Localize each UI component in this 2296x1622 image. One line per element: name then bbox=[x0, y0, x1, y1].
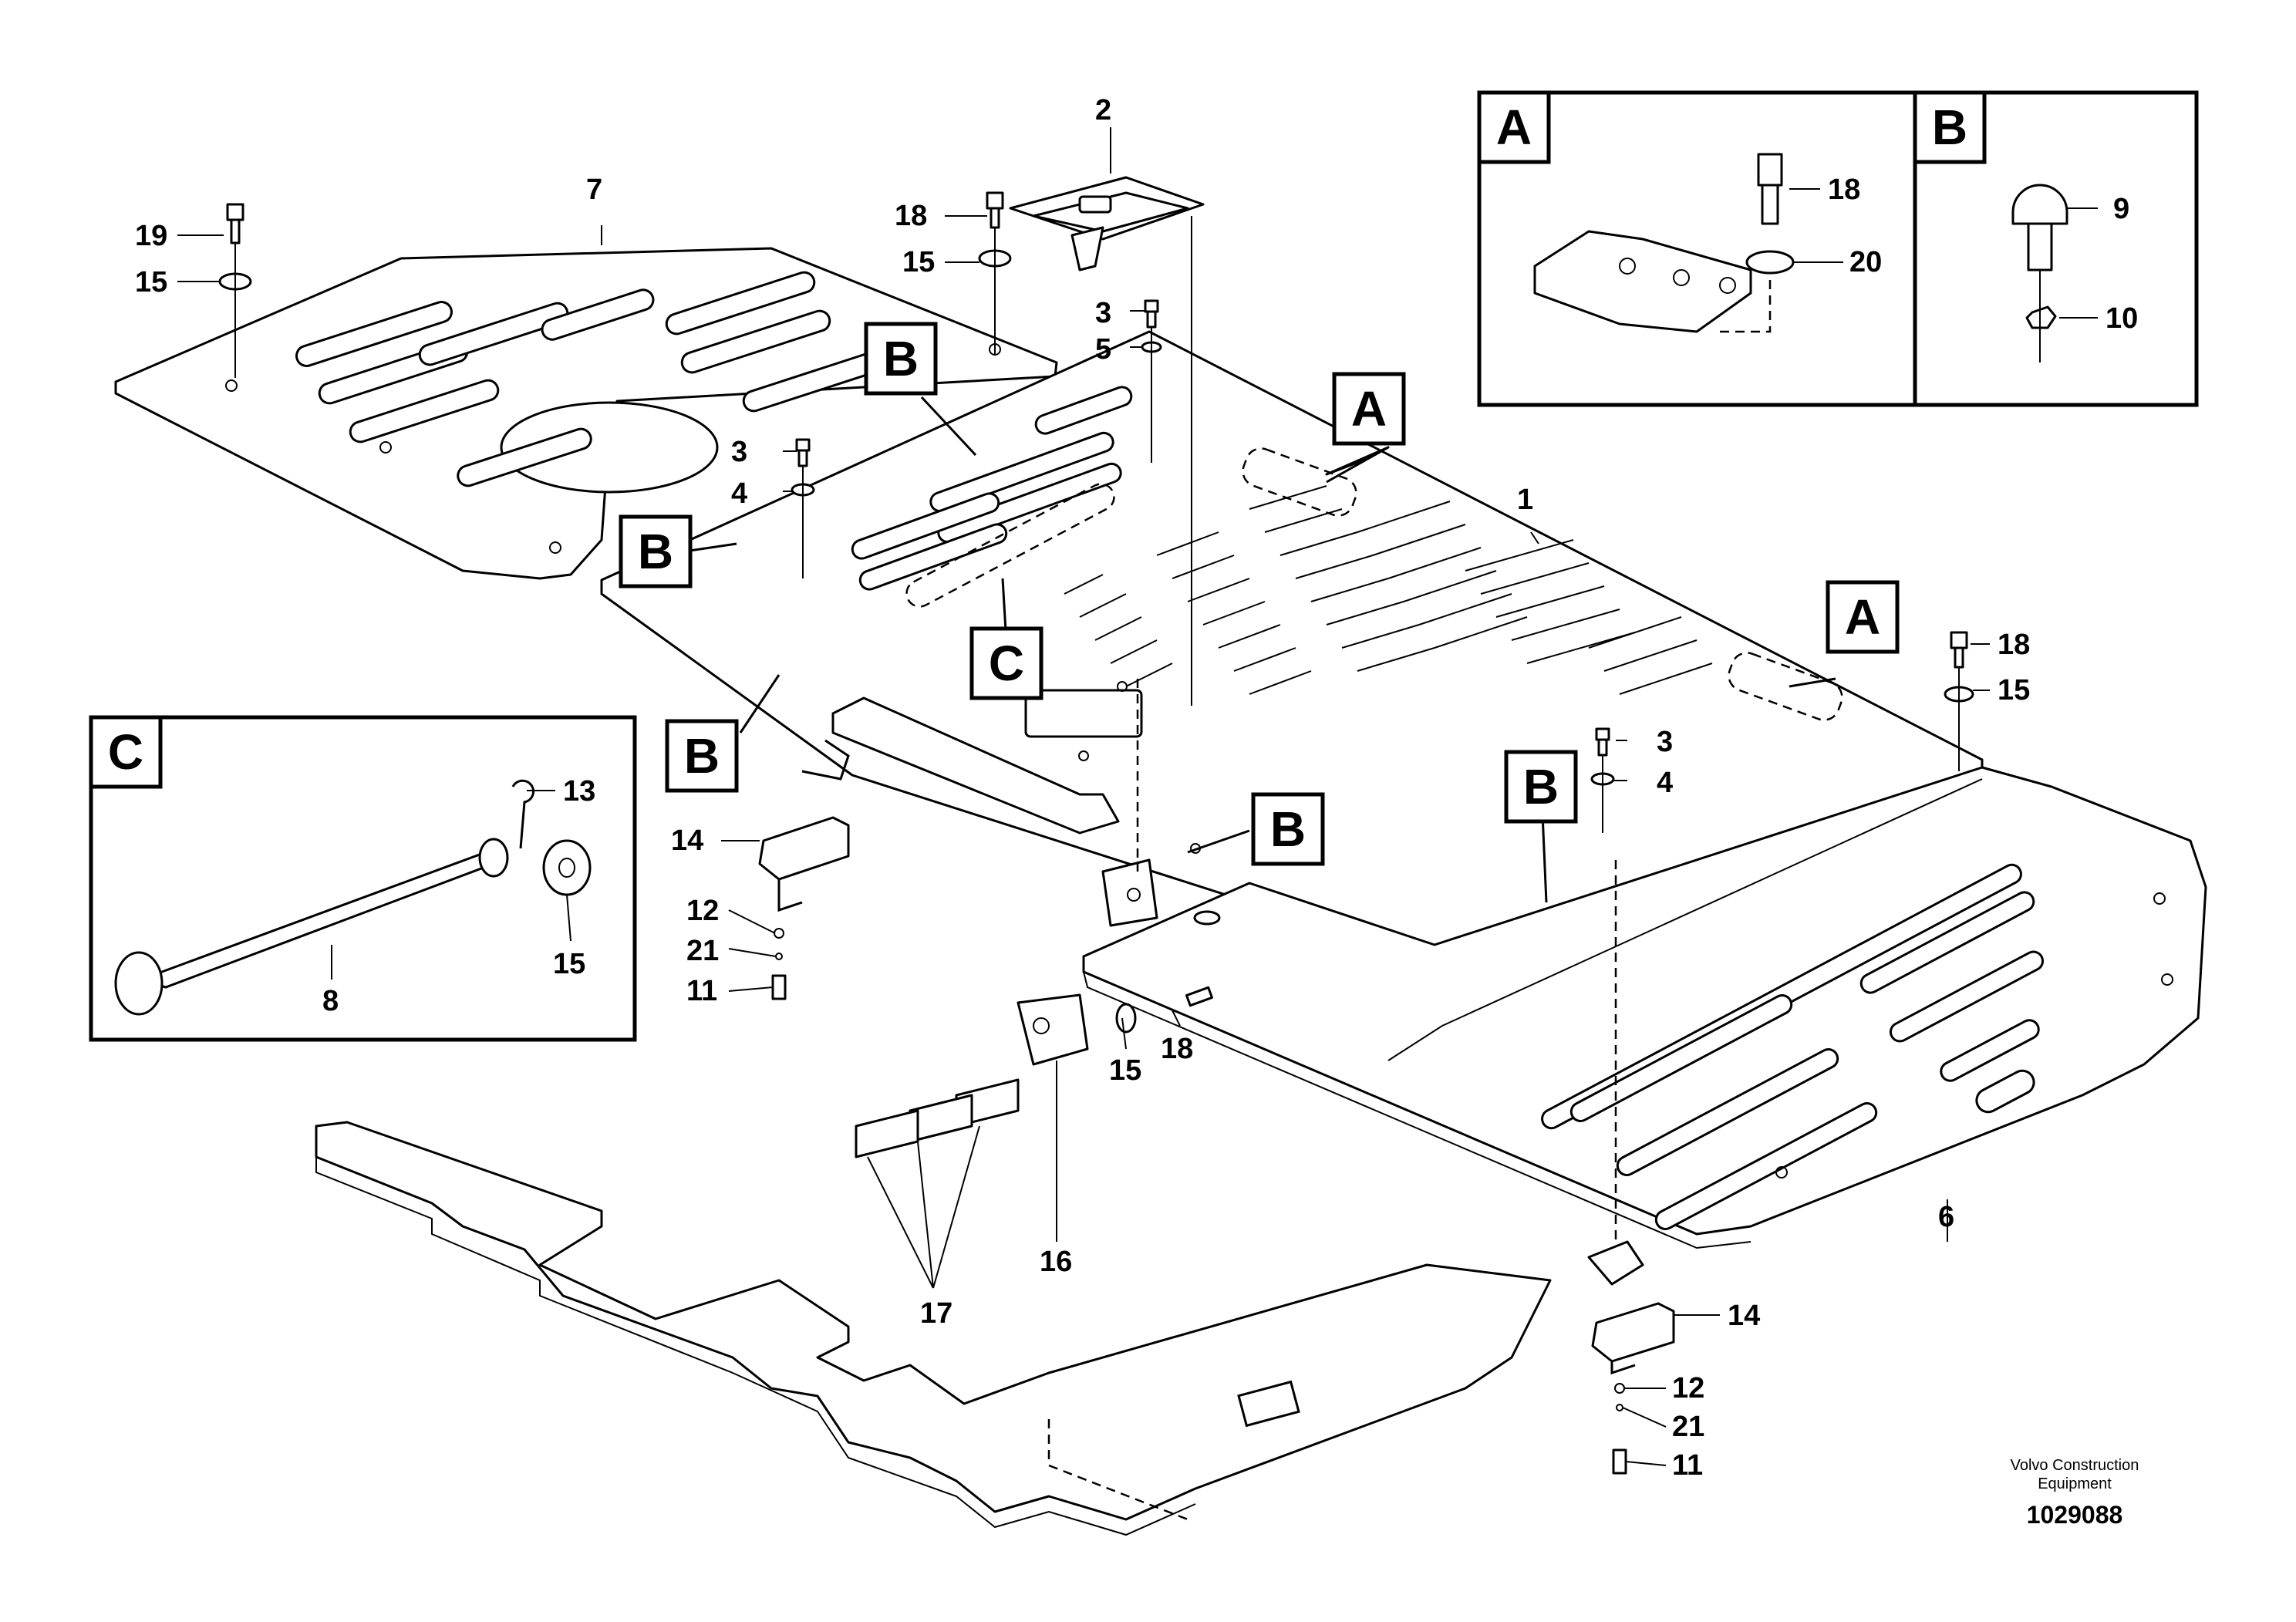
callout-18-d: 18 bbox=[1828, 174, 1860, 206]
callout-15-e: 15 bbox=[1109, 1054, 1141, 1087]
callout-11-b: 11 bbox=[1672, 1449, 1703, 1482]
floor-plate-1-louvers bbox=[1064, 485, 1713, 695]
callout-9: 9 bbox=[2113, 193, 2129, 225]
floor-plate-1 bbox=[600, 330, 1984, 966]
callout-21-a: 21 bbox=[686, 935, 719, 967]
callout-3-c: 3 bbox=[1657, 726, 1673, 758]
hardware bbox=[218, 191, 1974, 1475]
svg-text:B: B bbox=[1523, 759, 1559, 814]
callout-12-a: 12 bbox=[686, 895, 719, 927]
ref-box-b2: B bbox=[619, 514, 693, 588]
ref-box-b3: B bbox=[665, 719, 739, 793]
callout-5: 5 bbox=[1095, 333, 1111, 366]
callout-15-b: 15 bbox=[902, 246, 935, 278]
document-number: 1029088 bbox=[2027, 1501, 2123, 1529]
credit-block: Volvo Construction Equipment 1029088 bbox=[2011, 1457, 2139, 1529]
ref-box-b1: B bbox=[864, 322, 938, 396]
svg-text:B: B bbox=[684, 728, 720, 784]
grab-handle bbox=[801, 696, 1158, 927]
callout-2: 2 bbox=[1095, 94, 1111, 126]
callout-10: 10 bbox=[2106, 302, 2138, 335]
callout-4-a: 4 bbox=[731, 477, 747, 510]
callout-14-a: 14 bbox=[671, 824, 703, 857]
detail-box-c: C bbox=[89, 715, 637, 1042]
credit-company-2: Equipment bbox=[2038, 1475, 2112, 1492]
ref-box-a2: A bbox=[1826, 580, 1900, 654]
callout-16: 16 bbox=[1040, 1246, 1072, 1278]
callout-3-a: 3 bbox=[1095, 297, 1111, 329]
brackets-16-17 bbox=[855, 993, 1089, 1158]
hinge-highlights bbox=[905, 447, 1843, 721]
ref-box-b5: B bbox=[1504, 750, 1578, 824]
floor-plate-7 bbox=[114, 247, 1058, 580]
callout-11-a: 11 bbox=[686, 975, 717, 1007]
callout-18-a: 18 bbox=[895, 200, 927, 232]
svg-text:C: C bbox=[989, 636, 1024, 691]
callout-6: 6 bbox=[1938, 1201, 1954, 1233]
callout-15-c: 15 bbox=[1998, 674, 2030, 706]
callout-15-d: 15 bbox=[553, 948, 585, 980]
svg-text:B: B bbox=[638, 524, 673, 579]
detail-box-b: B bbox=[1913, 90, 2199, 407]
svg-text:A: A bbox=[1351, 381, 1387, 437]
callout-17: 17 bbox=[920, 1297, 952, 1330]
callout-15-a: 15 bbox=[135, 266, 167, 298]
callout-4-b: 4 bbox=[1657, 767, 1673, 799]
callout-14-b: 14 bbox=[1728, 1300, 1760, 1332]
detail-box-a-label: A bbox=[1496, 99, 1532, 155]
ref-box-a1: A bbox=[1332, 372, 1406, 446]
leader-lines bbox=[177, 127, 2098, 1466]
callout-3-b: 3 bbox=[731, 436, 747, 468]
base-plate bbox=[315, 1121, 1552, 1536]
callout-21-b: 21 bbox=[1672, 1411, 1704, 1443]
svg-text:B: B bbox=[1270, 801, 1306, 857]
callout-18-b: 18 bbox=[1998, 629, 2030, 661]
callout-19: 19 bbox=[135, 220, 167, 252]
callout-20: 20 bbox=[1849, 246, 1882, 278]
callout-8: 8 bbox=[322, 985, 339, 1017]
detail-box-a: A bbox=[1477, 90, 1917, 407]
detail-box-b-label: B bbox=[1932, 99, 1967, 155]
ref-box-b4: B bbox=[1251, 792, 1325, 866]
svg-text:B: B bbox=[883, 331, 919, 386]
callout-numbers: 1 2 3 3 3 4 4 5 6 7 8 9 10 11 11 12 12 1… bbox=[135, 94, 2138, 1482]
callout-1: 1 bbox=[1517, 484, 1533, 516]
floor-plate-6 bbox=[1082, 766, 2207, 1249]
callout-7: 7 bbox=[586, 174, 602, 206]
callout-13: 13 bbox=[563, 775, 595, 808]
latch-2 bbox=[1009, 176, 1205, 271]
detail-box-c-label: C bbox=[108, 724, 143, 780]
svg-text:A: A bbox=[1845, 589, 1880, 645]
callout-12-b: 12 bbox=[1672, 1372, 1704, 1404]
credit-company: Volvo Construction bbox=[2011, 1457, 2139, 1474]
callout-18-c: 18 bbox=[1161, 1033, 1193, 1065]
ref-box-c: C bbox=[969, 626, 1043, 700]
